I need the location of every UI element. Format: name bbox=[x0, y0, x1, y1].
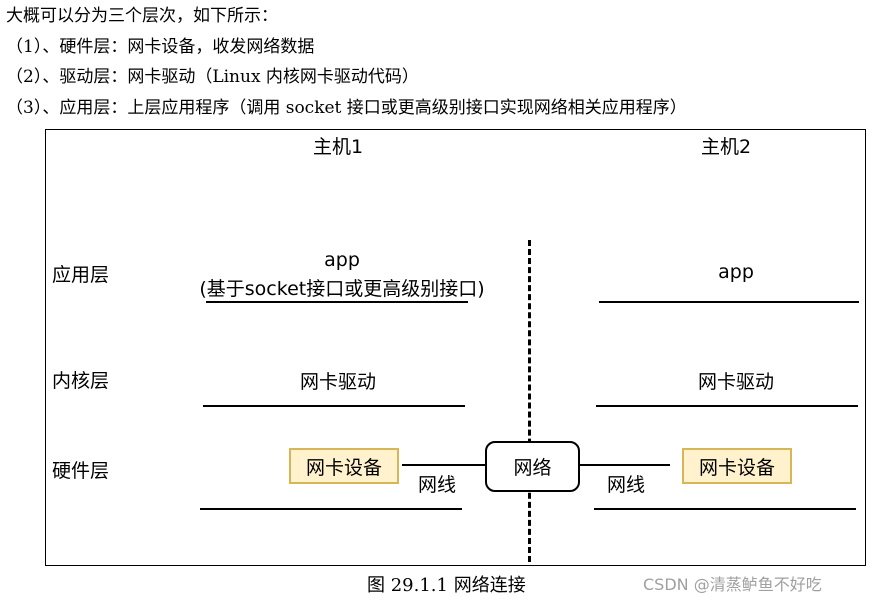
intro-line-1: 大概可以分为三个层次，如下所示： bbox=[6, 6, 278, 26]
host2-kernel-layer-line bbox=[596, 405, 858, 407]
host1-cable bbox=[402, 464, 485, 466]
host1-cable-label: 网线 bbox=[418, 474, 457, 496]
layer-label-app: 应用层 bbox=[52, 264, 110, 286]
host-divider bbox=[528, 240, 531, 562]
host1-title: 主机1 bbox=[312, 136, 364, 158]
network-diagram: 主机1 主机2 应用层 内核层 硬件层 app (基于socket接口或更高级别… bbox=[45, 129, 866, 566]
host1-hardware-layer-line bbox=[200, 508, 462, 510]
host2-app-layer-line bbox=[599, 301, 859, 303]
host1-driver-label: 网卡驱动 bbox=[299, 371, 377, 393]
host1-app-layer-line bbox=[206, 301, 468, 303]
host2-cable-label: 网线 bbox=[607, 474, 646, 496]
host2-app-label: app bbox=[718, 261, 754, 283]
watermark: CSDN @清蒸鲈鱼不好吃 bbox=[643, 575, 822, 594]
network-box: 网络 bbox=[485, 441, 580, 492]
host2-hardware-layer-line bbox=[594, 508, 856, 510]
host2-nic-box: 网卡设备 bbox=[682, 448, 792, 484]
host2-title: 主机2 bbox=[700, 136, 752, 158]
layer-label-hardware: 硬件层 bbox=[52, 460, 110, 482]
layer-label-kernel: 内核层 bbox=[52, 370, 110, 392]
host1-kernel-layer-line bbox=[203, 405, 465, 407]
host1-app-detail: (基于socket接口或更高级别接口) bbox=[199, 278, 485, 300]
host1-nic-box: 网卡设备 bbox=[289, 448, 399, 484]
host2-cable bbox=[580, 464, 670, 466]
intro-line-3: （2）、驱动层：网卡驱动（Linux 内核网卡驱动代码） bbox=[6, 67, 419, 87]
host1-app-label: app bbox=[324, 249, 360, 271]
host2-driver-label: 网卡驱动 bbox=[697, 371, 775, 393]
intro-line-4: （3）、应用层：上层应用程序（调用 socket 接口或更高级别接口实现网络相关… bbox=[6, 98, 687, 118]
figure-caption: 图 29.1.1 网络连接 bbox=[367, 575, 526, 596]
intro-line-2: （1）、硬件层：网卡设备，收发网络数据 bbox=[6, 37, 315, 57]
